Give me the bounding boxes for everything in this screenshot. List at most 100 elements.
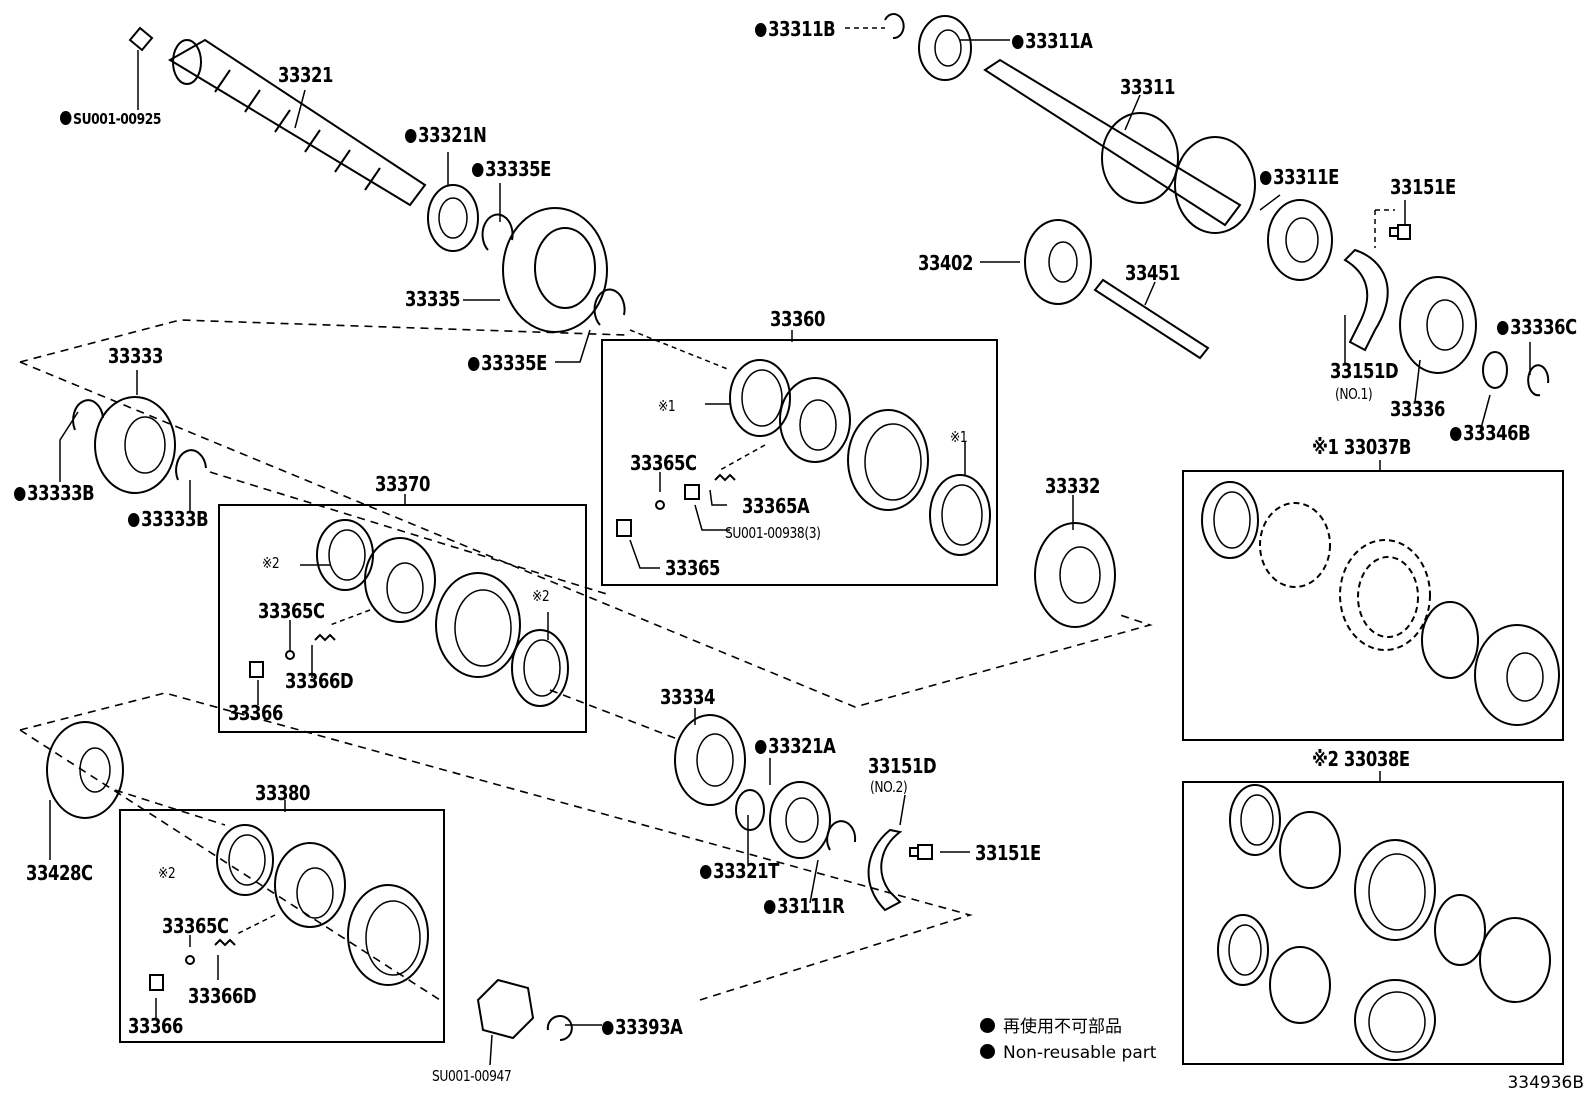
- gear-33402: [1024, 219, 1092, 305]
- label-33360: 33360: [770, 307, 826, 331]
- label-33321: 33321: [278, 63, 334, 87]
- kit-33038E-parts: [1217, 784, 1551, 1061]
- label-33370-ref2a: ※2: [262, 554, 280, 572]
- label-33335: 33335: [405, 287, 461, 311]
- box-33380: [119, 809, 445, 1043]
- label-33380: 33380: [255, 781, 311, 805]
- washer-33346B: [1482, 351, 1508, 389]
- label-33151D-no2: 33151D: [868, 754, 937, 778]
- legend-row-ja: 再使用不可部品: [980, 1012, 1156, 1037]
- non-reusable-dot: [764, 900, 776, 914]
- box-33037B: [1182, 470, 1564, 741]
- label-33151E-bottom: 33151E: [975, 841, 1041, 865]
- sleeve-33360: [847, 409, 929, 511]
- key-33366-b: [149, 974, 164, 991]
- label-33151D-no1: 33151D: [1330, 359, 1399, 383]
- label-33333B-left: 33333B: [14, 482, 95, 504]
- gear-33336: [1399, 276, 1477, 374]
- dashed-leaders: [234, 27, 1395, 936]
- gear-33333: [94, 396, 176, 494]
- label-33336C: 33336C: [1497, 316, 1577, 338]
- label-33311B: 33311B: [755, 18, 836, 40]
- legend-row-en: Non-reusable part: [980, 1043, 1156, 1063]
- non-reusable-dot: [468, 357, 480, 371]
- figure-id: 334936B: [1507, 1073, 1584, 1093]
- label-33370: 33370: [375, 472, 431, 496]
- label-SU001-00925: SU001-00925: [60, 108, 161, 130]
- countershaft-33321: [168, 38, 427, 207]
- gear-33335: [502, 207, 608, 333]
- hub-33380: [274, 842, 346, 928]
- non-reusable-dot: [980, 1044, 995, 1059]
- label-33370-ref2b: ※2: [532, 587, 550, 605]
- label-33365C-c: 33365C: [162, 914, 229, 938]
- non-reusable-dot: [60, 111, 72, 125]
- key-33365: [616, 519, 632, 537]
- label-33366D-b: 33366D: [188, 984, 257, 1008]
- label-33335E-top: 33335E: [472, 158, 551, 180]
- label-33335E-bottom: 33335E: [468, 352, 547, 374]
- non-reusable-dot: [980, 1018, 995, 1033]
- snap-ring-33333B-right: [175, 449, 207, 481]
- plate-33151D-no1: [1343, 248, 1389, 352]
- label-33360-ref1a: ※1: [658, 397, 676, 415]
- box-33360: [601, 339, 998, 586]
- ball-33365C-a: [655, 500, 665, 510]
- label-SU001-00947: SU001-00947: [432, 1067, 512, 1085]
- plug-SU001-00925: [128, 26, 154, 52]
- label-33037B: ※1 33037B: [1312, 435, 1411, 459]
- sleeve-33380: [347, 884, 429, 986]
- non-reusable-dot: [128, 513, 140, 527]
- label-33402: 33402: [918, 251, 974, 275]
- label-33365C-b: 33365C: [258, 599, 325, 623]
- gear-33428C: [46, 721, 124, 819]
- label-33038E: ※2 33038E: [1312, 747, 1410, 771]
- label-33332: 33332: [1045, 474, 1101, 498]
- kit-33037B-parts: [1201, 481, 1560, 726]
- label-33311E: 33311E: [1260, 166, 1339, 188]
- key-33366-a: [249, 661, 264, 678]
- label-33311: 33311: [1120, 75, 1176, 99]
- label-33333: 33333: [108, 344, 164, 368]
- legend: 再使用不可部品 Non-reusable part: [980, 1012, 1156, 1069]
- label-33366-b: 33366: [128, 1014, 184, 1038]
- label-33111R: 33111R: [764, 895, 845, 917]
- label-33451: 33451: [1125, 261, 1181, 285]
- plug-SU001-00938: [684, 484, 700, 500]
- label-33151E-top: 33151E: [1390, 175, 1456, 199]
- non-reusable-dot: [14, 487, 26, 501]
- non-reusable-dot: [1450, 427, 1462, 441]
- label-33333B-right: 33333B: [128, 508, 209, 530]
- box-33038E: [1182, 781, 1564, 1065]
- non-reusable-dot: [755, 23, 767, 37]
- label-33360-ref1b: ※1: [950, 428, 968, 446]
- non-reusable-dot: [472, 163, 484, 177]
- snap-ring-33335E-bottom: [593, 288, 626, 326]
- label-33321A: 33321A: [755, 735, 836, 757]
- spring-33366D-b: [214, 938, 236, 947]
- label-33366-a: 33366: [228, 701, 284, 725]
- bearing-33321A: [769, 781, 831, 859]
- gear-33332: [1034, 522, 1116, 628]
- gear-33334: [674, 714, 746, 806]
- snap-ring-33336C: [1527, 364, 1550, 397]
- spring-33365A: [714, 473, 736, 482]
- bolt-33151E-top: [1389, 224, 1411, 240]
- ball-33365C-c: [185, 955, 195, 965]
- box-33370: [218, 504, 587, 733]
- ring-33380-2: [216, 824, 274, 896]
- label-33336: 33336: [1390, 397, 1446, 421]
- label-33393A: 33393A: [602, 1016, 683, 1038]
- ring-33360-1a: [729, 359, 791, 437]
- label-33334: 33334: [660, 685, 716, 709]
- plate-SU001-00947: [476, 978, 535, 1040]
- snap-ring-33333B-left: [72, 399, 104, 431]
- ring-33360-1b: [929, 474, 991, 556]
- label-33366D-a: 33366D: [285, 669, 354, 693]
- label-33428C: 33428C: [26, 861, 93, 885]
- bearing-33311A: [918, 15, 972, 81]
- non-reusable-dot: [700, 865, 712, 879]
- non-reusable-dot: [1260, 171, 1272, 185]
- spacer-33321T: [735, 789, 765, 831]
